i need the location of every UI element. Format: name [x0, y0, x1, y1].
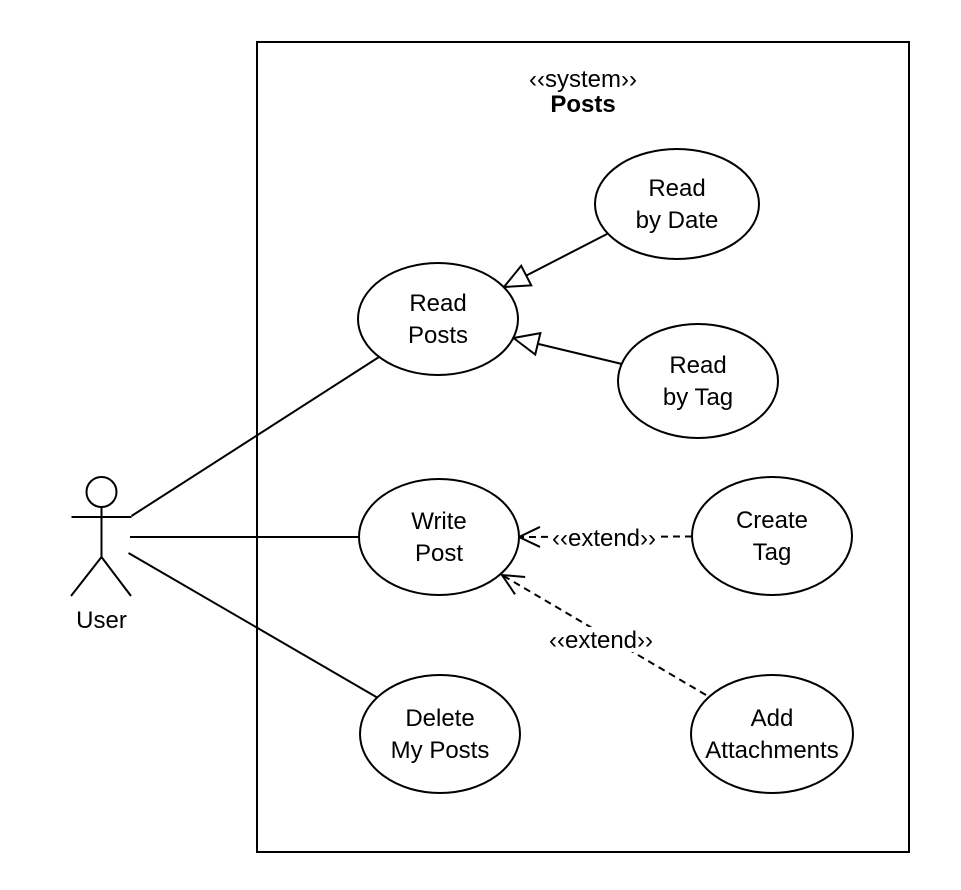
usecase-add-attachments-label-line1: Add — [751, 705, 794, 732]
usecase-add-attachments-ellipse — [690, 674, 854, 794]
usecase-read-posts-ellipse — [357, 262, 519, 376]
usecase-create-tag-label-line2: Tag — [753, 539, 792, 566]
actor-right-leg-line — [100, 556, 132, 597]
usecase-delete-my-posts-ellipse — [359, 674, 521, 794]
usecase-read-by-date-ellipse — [594, 148, 760, 260]
usecase-delete-my-posts: Delete My Posts — [359, 674, 521, 794]
usecase-delete-my-posts-label-line1: Delete — [405, 705, 474, 732]
usecase-read-by-date-label-line2: by Date — [636, 207, 719, 234]
extend-label-create-tag: ‹‹extend›› — [551, 524, 657, 552]
association-user-delete-my-posts — [127, 552, 379, 699]
usecase-read-by-date: Read by Date — [594, 148, 760, 260]
system-name-label: Posts — [550, 91, 615, 118]
usecase-read-by-tag-label-line1: Read — [669, 352, 726, 379]
usecase-write-post: Write Post — [358, 478, 520, 596]
extend-label-create-tag-text: ‹‹extend›› — [552, 525, 656, 552]
usecase-create-tag-label-line1: Create — [736, 507, 808, 534]
usecase-read-by-date-label-line1: Read — [648, 175, 705, 202]
actor-left-leg-line — [70, 556, 103, 597]
actor-name-label: User — [76, 607, 127, 634]
extend-label-create-tag-backing — [551, 524, 657, 550]
usecase-read-by-tag: Read by Tag — [617, 323, 779, 439]
system-stereotype-label: ‹‹system›› — [529, 66, 637, 93]
extend-label-add-attachments-text: ‹‹extend›› — [549, 627, 653, 654]
usecase-read-posts-label-line2: Posts — [408, 322, 468, 349]
extend-label-add-attachments-backing — [549, 627, 655, 652]
usecase-create-tag-ellipse — [691, 476, 853, 596]
actor-user: User — [70, 476, 132, 634]
association-user-read-posts — [130, 356, 380, 517]
usecase-read-by-tag-label-line2: by Tag — [663, 384, 733, 411]
usecase-write-post-ellipse — [358, 478, 520, 596]
extend-label-add-attachments: ‹‹extend›› — [549, 627, 655, 654]
usecase-write-post-label-line2: Post — [415, 540, 463, 567]
extend-add-attachments-to-write-post — [499, 573, 707, 696]
usecase-delete-my-posts-label-line2: My Posts — [391, 737, 490, 764]
generalization-read-by-date-to-read-posts — [501, 233, 608, 289]
usecase-read-by-tag-ellipse — [617, 323, 779, 439]
usecase-create-tag: Create Tag — [691, 476, 853, 596]
actor-head-icon — [85, 476, 118, 508]
usecase-write-post-label-line1: Write — [411, 508, 467, 535]
usecase-add-attachments: Add Attachments — [690, 674, 854, 794]
usecase-read-posts: Read Posts — [357, 262, 519, 376]
generalization-read-by-tag-to-read-posts — [511, 331, 623, 365]
usecase-read-posts-label-line1: Read — [409, 290, 466, 317]
usecase-add-attachments-label-line2: Attachments — [705, 737, 838, 764]
